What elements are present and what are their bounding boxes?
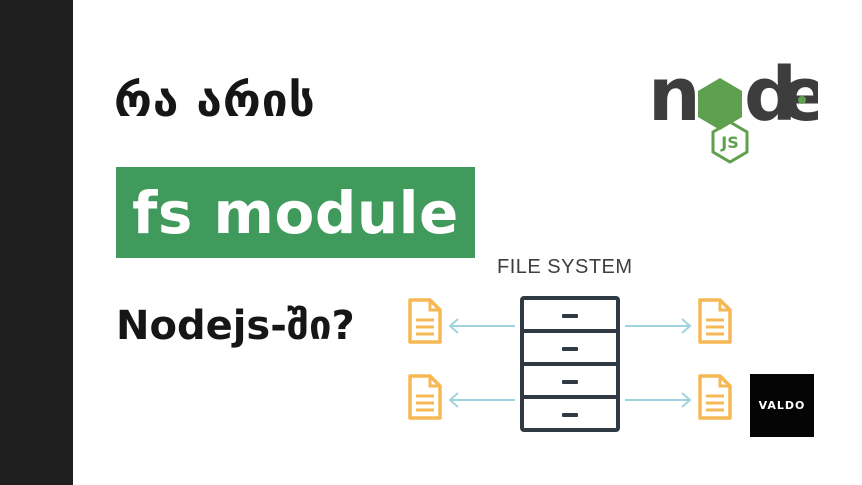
js-text: JS: [720, 133, 738, 152]
valdo-badge-text: VALDO: [758, 399, 806, 412]
headline: რა არის: [114, 73, 316, 127]
file-icon: [408, 374, 442, 420]
arrow-right-icon: [625, 318, 692, 334]
logo-hexagon-icon: [698, 78, 742, 130]
js-hexagon-icon: [711, 120, 749, 164]
left-dark-bar: [0, 0, 73, 485]
file-icon: [698, 298, 732, 344]
arrow-left-icon: [448, 392, 515, 408]
file-icon: [698, 374, 732, 420]
diagram-title: FILE SYSTEM: [497, 256, 633, 278]
logo-letter-d: d: [744, 58, 797, 138]
file-icon: [408, 298, 442, 344]
arrow-right-icon: [625, 392, 692, 408]
cabinet-icon: [520, 296, 620, 432]
highlight-box: fs module: [116, 167, 475, 258]
subline: Nodejs-ში?: [116, 303, 355, 349]
arrow-left-icon: [448, 318, 515, 334]
highlight-text: fs module: [132, 178, 459, 247]
file-system-diagram: [408, 296, 732, 432]
valdo-badge: VALDO: [750, 374, 814, 437]
nodejs-logo-icon: n d e JS: [648, 58, 818, 164]
logo-dot-icon: [798, 96, 806, 104]
logo-letter-n: n: [648, 58, 701, 138]
